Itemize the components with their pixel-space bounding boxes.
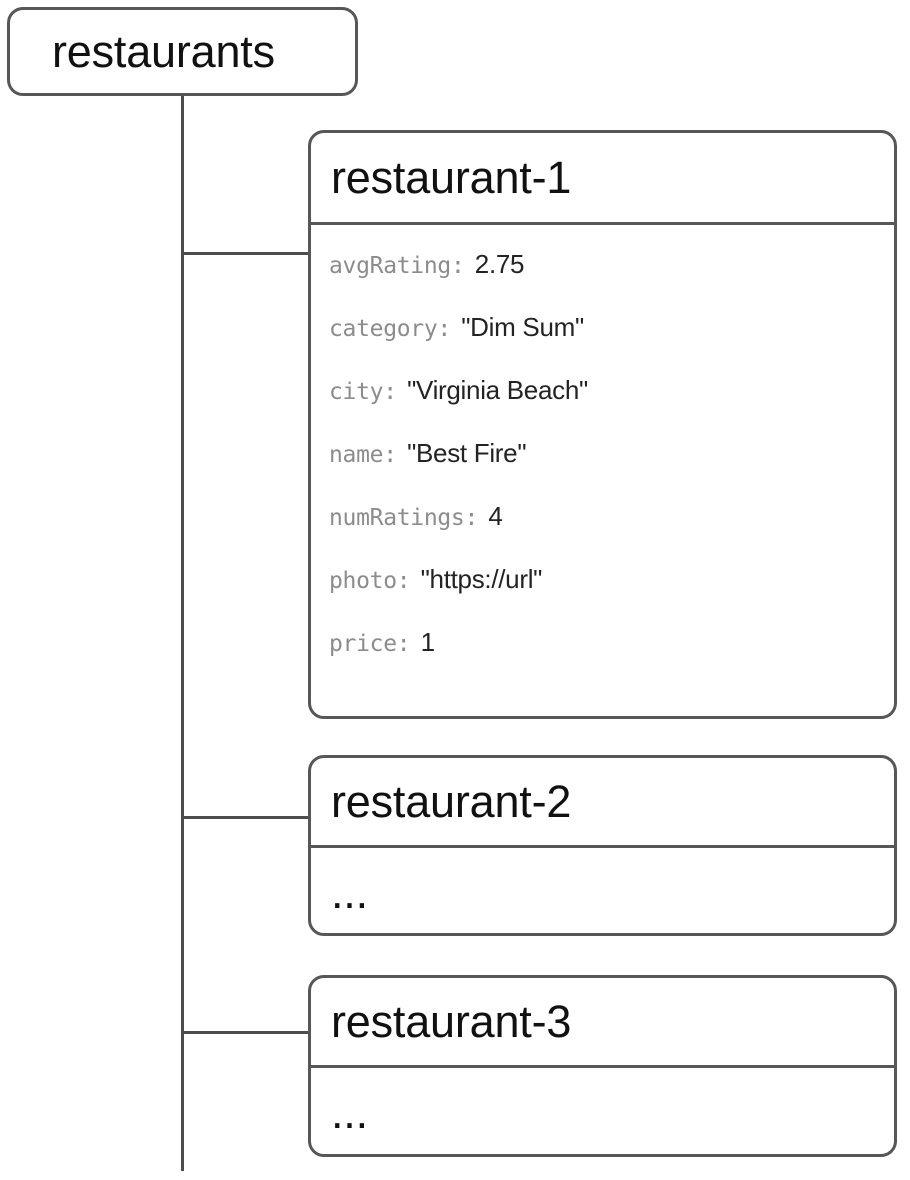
field-value: "https://url" xyxy=(420,564,543,594)
field-value: 2.75 xyxy=(474,249,525,279)
document-card-header: restaurant-2 xyxy=(311,758,894,848)
field-colon: : xyxy=(396,568,411,594)
field-value: 4 xyxy=(488,501,503,531)
branch-connector-line-2 xyxy=(181,816,310,819)
collection-node-label: restaurants xyxy=(52,26,275,77)
document-field-row: category : "Dim Sum" xyxy=(329,312,894,375)
field-key: name xyxy=(329,442,384,468)
document-field-list: ... xyxy=(311,1068,894,1154)
document-card-restaurant-1[interactable]: restaurant-1 avgRating : 2.75 category :… xyxy=(308,130,897,719)
document-id-label: restaurant-2 xyxy=(331,776,572,827)
field-colon: : xyxy=(383,442,398,468)
ellipsis-placeholder: ... xyxy=(331,1086,368,1138)
document-card-header: restaurant-1 xyxy=(311,133,894,225)
field-key: numRatings xyxy=(329,505,465,531)
field-key: price xyxy=(329,631,397,657)
field-colon: : xyxy=(437,316,452,342)
document-card-restaurant-3[interactable]: restaurant-3 ... xyxy=(308,975,897,1157)
document-field-row: name : "Best Fire" xyxy=(329,438,894,501)
branch-connector-line-1 xyxy=(181,252,310,255)
document-card-restaurant-2[interactable]: restaurant-2 ... xyxy=(308,755,897,936)
branch-connector-line-3 xyxy=(181,1031,310,1034)
field-key: photo xyxy=(329,568,397,594)
collection-node-restaurants[interactable]: restaurants xyxy=(7,7,358,96)
ellipsis-placeholder: ... xyxy=(331,866,368,918)
document-field-row: city : "Virginia Beach" xyxy=(329,375,894,438)
field-colon: : xyxy=(396,631,411,657)
field-colon: : xyxy=(450,253,465,279)
field-value: "Best Fire" xyxy=(407,438,527,468)
document-id-label: restaurant-3 xyxy=(331,996,572,1047)
field-key: category xyxy=(329,316,438,342)
field-value: "Virginia Beach" xyxy=(407,375,588,405)
document-field-row: avgRating : 2.75 xyxy=(329,249,894,312)
document-field-row: price : 1 xyxy=(329,627,894,690)
field-colon: : xyxy=(383,379,398,405)
document-field-row: photo : "https://url" xyxy=(329,564,894,627)
field-colon: : xyxy=(464,505,479,531)
document-field-list: avgRating : 2.75 category : "Dim Sum" ci… xyxy=(311,225,894,690)
document-id-label: restaurant-1 xyxy=(331,152,572,203)
field-key: city xyxy=(329,379,384,405)
document-field-row: numRatings : 4 xyxy=(329,501,894,564)
trunk-connector-line xyxy=(181,94,184,1171)
document-field-list: ... xyxy=(311,848,894,933)
document-card-header: restaurant-3 xyxy=(311,978,894,1068)
field-value: "Dim Sum" xyxy=(461,312,584,342)
field-key: avgRating xyxy=(329,253,451,279)
field-value: 1 xyxy=(420,627,435,657)
